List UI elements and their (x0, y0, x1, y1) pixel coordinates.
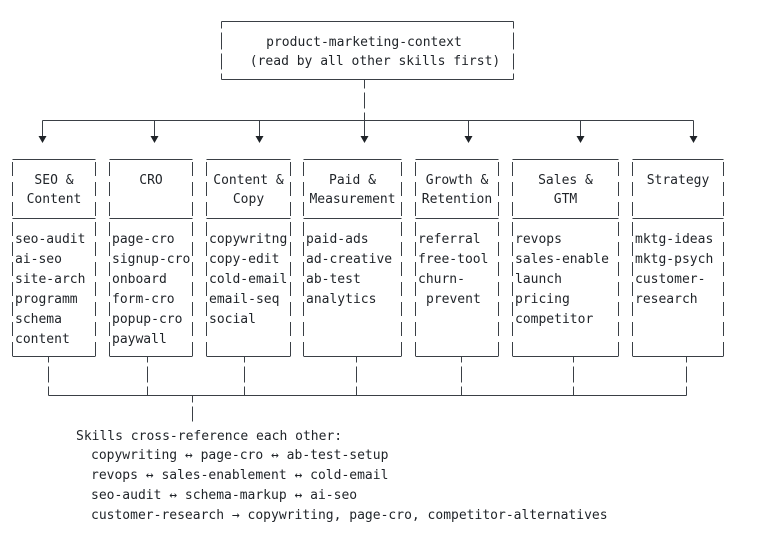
category-title: Content & (213, 173, 284, 188)
skill-item: ai-seo (15, 252, 62, 267)
skill-item: analytics (306, 292, 376, 307)
box-sides (415, 162, 499, 356)
skill-item: onboard (112, 272, 167, 287)
box-frame (206, 159, 291, 357)
category-title: SEO & (34, 173, 73, 188)
category-title: CRO (139, 173, 163, 188)
category-title: Strategy (647, 173, 710, 188)
skill-item: content (15, 332, 70, 347)
crossref-heading: Skills cross-reference each other: (76, 429, 342, 444)
skill-item: form-cro (112, 292, 175, 307)
category-title: Sales & (538, 173, 593, 188)
category-3: Paid & Measurement paid-ads ad-creative ab-t… (303, 120, 402, 396)
crossref-line: revops ↔ sales-enablement ↔ cold-email (91, 468, 388, 483)
skill-item: signup-cro (112, 252, 190, 267)
skill-item: ad-creative (306, 252, 392, 267)
skill-item: free-tool (418, 252, 488, 267)
root-title: product-marketing-context (266, 35, 462, 50)
skill-item: ab-test (306, 272, 361, 287)
category-title: Copy (233, 192, 264, 207)
category-0: SEO & Content seo-audit ai-seo site-arch prog… (12, 120, 96, 396)
skill-item: paid-ads (306, 232, 369, 247)
box-sides (12, 162, 96, 356)
category-title: Paid & (329, 173, 376, 188)
skill-item: site-arch (15, 272, 85, 287)
category-title: Growth & (426, 173, 489, 188)
box-frame (12, 159, 96, 357)
skill-item: customer- (635, 272, 705, 287)
skill-item: email-seq (209, 292, 279, 307)
skill-item: cold-email (209, 272, 287, 287)
category-4: Growth & Retention referral free-tool churn-… (415, 120, 499, 396)
skill-item: revops (515, 232, 562, 247)
skill-item: copywritng (209, 232, 287, 247)
arrow-head (255, 136, 264, 143)
category-6: Strategy mktg-ideas mktg-psych customer-res… (632, 120, 724, 396)
box-sides (206, 162, 291, 356)
box-frame (109, 159, 193, 357)
box-frame (303, 159, 402, 357)
box-sides (512, 162, 619, 356)
skill-item: sales-enable (515, 252, 609, 267)
skill-item: prevent (426, 292, 481, 307)
arrow-head (360, 136, 369, 143)
skill-item: mktg-ideas (635, 232, 713, 247)
skill-item: pricing (515, 292, 570, 307)
root-subtitle: (read by all other skills first) (250, 54, 500, 69)
skill-item: schema (15, 312, 62, 327)
skill-item: referral (418, 232, 481, 247)
category-1: CRO page-cro signup-cro onboard form-cro popu… (109, 120, 193, 396)
arrow-head (464, 136, 473, 143)
box-frame (632, 159, 724, 357)
skill-item: paywall (112, 332, 167, 347)
box-sides (632, 162, 724, 356)
category-title: GTM (554, 192, 578, 207)
crossref-line: seo-audit ↔ schema-markup ↔ ai-seo (91, 488, 357, 503)
skill-item: seo-audit (15, 232, 85, 247)
crossref-line: copywriting ↔ page-cro ↔ ab-test-setup (91, 448, 389, 463)
box-sides (109, 162, 193, 356)
crossref-note: Skills cross-reference each other: copyw… (76, 429, 608, 523)
skill-item: social (209, 312, 256, 327)
skill-item: copy-edit (209, 252, 279, 267)
category-title: Retention (422, 192, 492, 207)
arrow-head (576, 136, 585, 143)
box-sides (303, 162, 402, 356)
box-frame (512, 159, 619, 357)
category-5: Sales & GTM revops sales-enable launch pricin… (512, 120, 619, 396)
box-frame (415, 159, 499, 357)
arrow-head (150, 136, 159, 143)
category-title: Measurement (309, 192, 395, 207)
crossref-line: customer-research → copywriting, page-cr… (91, 508, 608, 523)
category-columns: SEO & Content seo-audit ai-seo site-arch prog… (12, 120, 724, 396)
skill-item: programm (15, 292, 78, 307)
skill-item: page-cro (112, 232, 175, 247)
skill-item: competitor (515, 312, 593, 327)
root-node: product-marketing-context (read by all o… (221, 21, 514, 80)
skill-item: churn- (418, 272, 465, 287)
skill-item: research (635, 292, 698, 307)
skill-item: popup-cro (112, 312, 182, 327)
category-title: Content (27, 192, 82, 207)
arrow-head (38, 136, 47, 143)
skill-item: launch (515, 272, 562, 287)
arrow-head (689, 136, 698, 143)
category-2: Content & Copy copywritng copy-edit cold-ema… (206, 120, 291, 396)
skill-item: mktg-psych (635, 252, 713, 267)
